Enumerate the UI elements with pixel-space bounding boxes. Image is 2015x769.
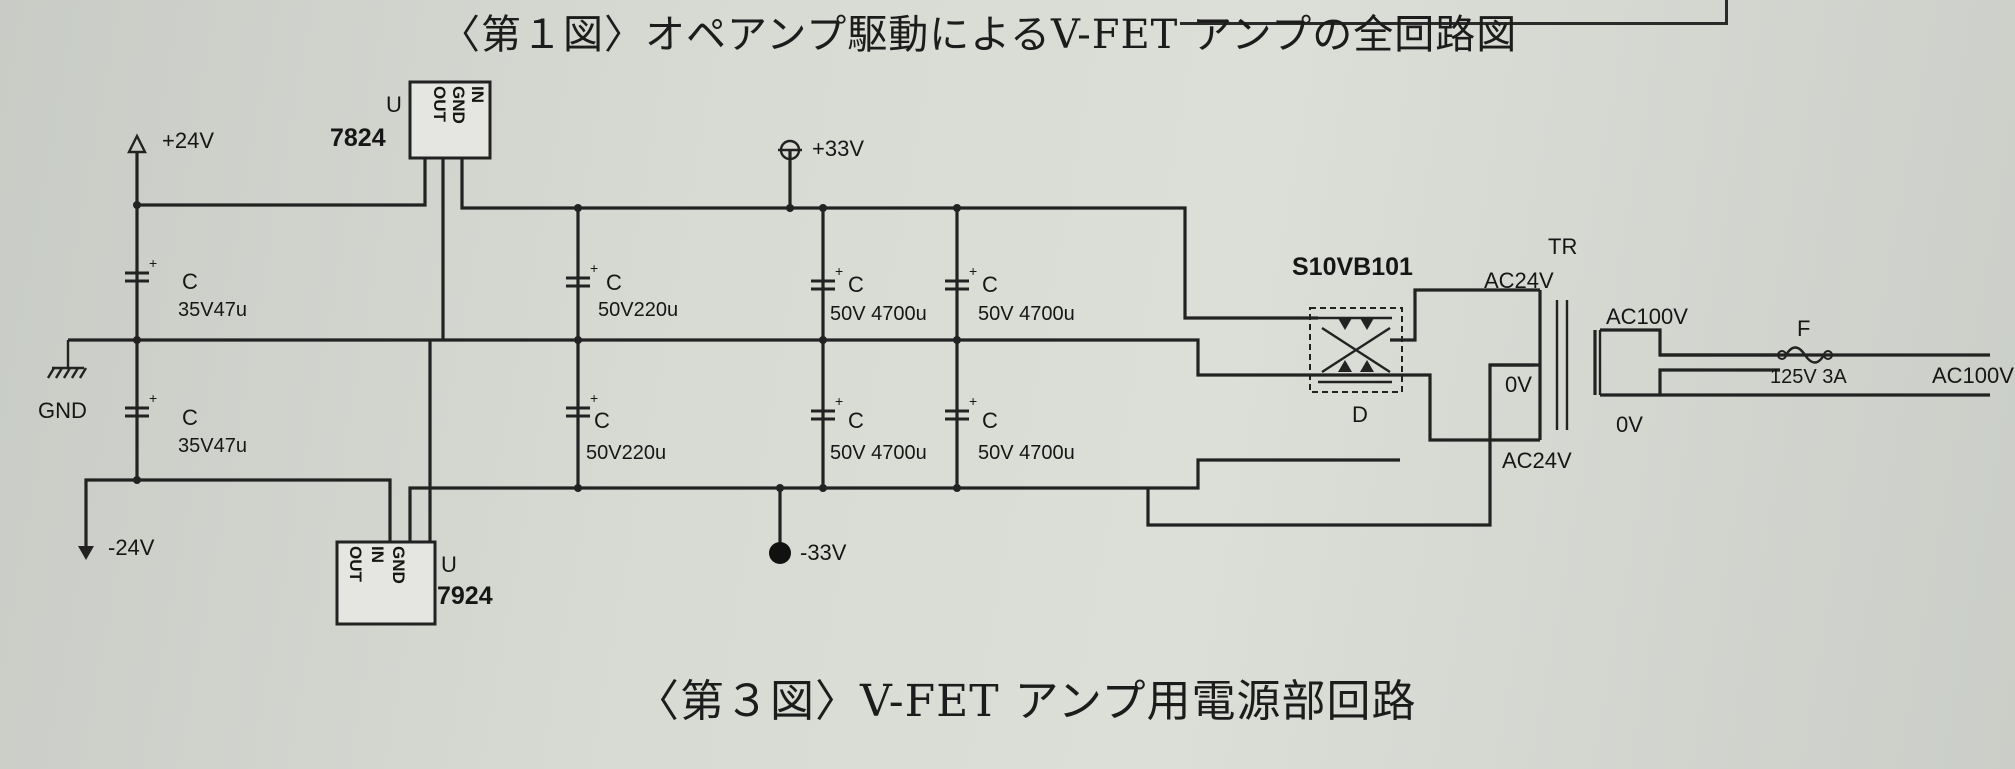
reg7924-pin-gnd: GND bbox=[389, 546, 408, 584]
reg7924-part: 7924 bbox=[437, 582, 493, 610]
svg-text:+: + bbox=[590, 390, 598, 406]
capacitor-c7-ref: C bbox=[848, 408, 864, 433]
capacitor-c4-value: 50V220u bbox=[586, 442, 666, 464]
capacitor-c5-value: 50V 4700u bbox=[830, 303, 927, 325]
capacitor-c4-ref: C bbox=[594, 408, 610, 433]
regulator-7824: OUT GND IN bbox=[408, 80, 492, 160]
reg7924-ref: U bbox=[441, 552, 457, 577]
neg33-terminal-icon bbox=[769, 542, 791, 564]
fuse-rating: 125V 3A bbox=[1770, 366, 1847, 388]
pos24-label: +24V bbox=[162, 128, 214, 153]
reg7824-pin-gnd: GND bbox=[449, 86, 468, 124]
ground-icon bbox=[46, 340, 88, 379]
capacitor-c4-icon: + bbox=[566, 390, 598, 418]
capacitor-c3-ref: C bbox=[606, 270, 622, 295]
svg-text:+: + bbox=[590, 260, 598, 276]
pos33-label: +33V bbox=[812, 136, 864, 161]
bridge-rectifier-icon bbox=[1309, 307, 1403, 393]
transformer-sec-bottom: AC24V bbox=[1502, 448, 1572, 473]
reg7824-ref: U bbox=[386, 92, 402, 117]
transformer-sec-center: 0V bbox=[1505, 372, 1532, 397]
fuse-icon bbox=[1777, 346, 1833, 364]
svg-text:+: + bbox=[969, 393, 977, 409]
capacitor-c1-ref: C bbox=[182, 269, 198, 294]
fig1-caption: 〈第１図〉オペアンプ駆動によるV-FET アンプの全回路図 bbox=[440, 12, 1518, 58]
fig1-frame-base bbox=[1180, 22, 1728, 25]
gnd-label: GND bbox=[38, 398, 87, 423]
capacitor-c5-ref: C bbox=[848, 272, 864, 297]
reg7824-pin-out: OUT bbox=[430, 86, 449, 123]
pos33-terminal-icon bbox=[778, 139, 802, 161]
transformer-sec-top: AC24V bbox=[1484, 268, 1554, 293]
pos24-terminal-icon bbox=[127, 133, 147, 158]
transformer-icon bbox=[1490, 290, 1602, 440]
capacitor-c2-icon: + bbox=[125, 390, 157, 418]
transformer-pri-bottom: 0V bbox=[1616, 412, 1643, 437]
capacitor-c6-icon: + bbox=[945, 263, 977, 291]
capacitor-c6-value: 50V 4700u bbox=[978, 303, 1075, 325]
capacitor-c7-icon: + bbox=[811, 393, 843, 421]
capacitor-c5-icon: + bbox=[811, 263, 843, 291]
svg-text:+: + bbox=[149, 390, 157, 406]
neg24-label: -24V bbox=[108, 535, 155, 560]
svg-text:+: + bbox=[835, 393, 843, 409]
wires bbox=[68, 150, 1990, 548]
capacitor-c3-value: 50V220u bbox=[598, 299, 678, 321]
fig3-caption: 〈第３図〉V-FET アンプ用電源部回路 bbox=[635, 676, 1417, 727]
ac-input-label: AC100V bbox=[1932, 363, 2014, 388]
neg24-terminal-icon bbox=[78, 540, 94, 560]
svg-text:+: + bbox=[835, 263, 843, 279]
transformer-pri-top: AC100V bbox=[1606, 304, 1688, 329]
reg7824-pin-in: IN bbox=[468, 86, 487, 103]
capacitor-c1-value: 35V47u bbox=[178, 299, 247, 321]
capacitor-c8-value: 50V 4700u bbox=[978, 442, 1075, 464]
regulator-7924: OUT IN GND bbox=[335, 540, 437, 626]
capacitor-c2-value: 35V47u bbox=[178, 435, 247, 457]
rectifier-part: S10VB101 bbox=[1292, 253, 1413, 281]
fuse-ref: F bbox=[1797, 316, 1810, 341]
rectifier-ref: D bbox=[1352, 402, 1368, 427]
reg7824-part: 7824 bbox=[330, 124, 386, 152]
reg7924-pin-out: OUT bbox=[346, 546, 365, 583]
capacitor-c2-ref: C bbox=[182, 405, 198, 430]
capacitor-c8-ref: C bbox=[982, 408, 998, 433]
svg-text:+: + bbox=[149, 255, 157, 271]
svg-text:+: + bbox=[969, 263, 977, 279]
neg33-label: -33V bbox=[800, 540, 847, 565]
junction-dots bbox=[133, 201, 961, 492]
reg7924-pin-in: IN bbox=[368, 546, 387, 563]
fig1-frame-line bbox=[1725, 0, 1728, 24]
capacitor-c8-icon: + bbox=[945, 393, 977, 421]
capacitor-c6-ref: C bbox=[982, 272, 998, 297]
capacitor-c7-value: 50V 4700u bbox=[830, 442, 927, 464]
capacitor-c3-icon: + bbox=[566, 260, 598, 288]
capacitor-c1-icon: + bbox=[125, 255, 157, 283]
capacitor-icons: + + + + + + + + bbox=[125, 255, 977, 421]
transformer-ref: TR bbox=[1548, 234, 1577, 259]
